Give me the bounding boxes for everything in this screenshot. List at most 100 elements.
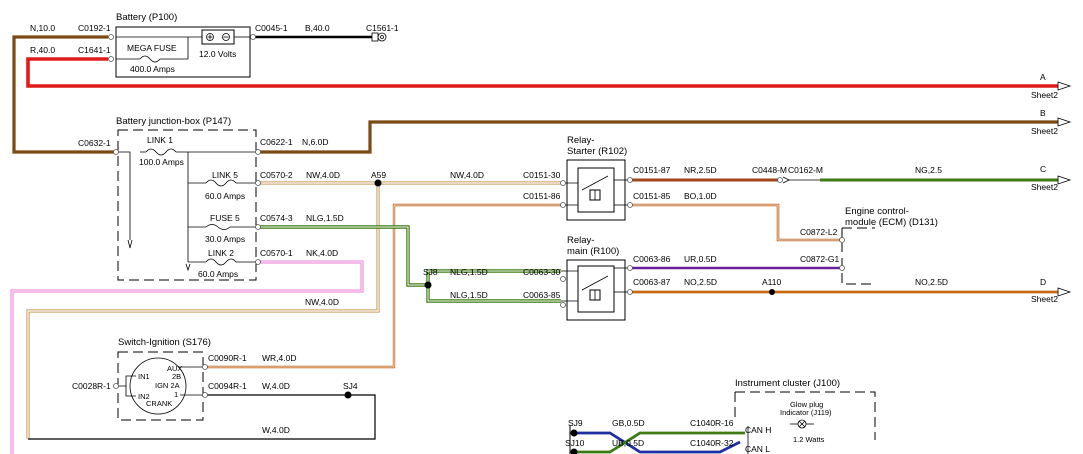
label-r40: R,40.0 [30, 45, 55, 55]
link2-symbol [205, 258, 237, 266]
wire-n6 [256, 120, 1060, 154]
label-n10: N,10.0 [30, 23, 55, 33]
splice-sj4 [344, 391, 352, 399]
label-w4-a: W,4.0D [262, 381, 290, 391]
label-sj8: SJ8 [423, 267, 438, 277]
label-c0151-85: C0151-85 [633, 191, 671, 201]
ignition-title: Switch-Ignition (S176) [118, 337, 211, 348]
label-ign2a: IGN 2A [155, 381, 180, 390]
label-glow-2: Indicator (J119) [780, 408, 832, 417]
relay-main-title-2: main (R100) [567, 246, 619, 257]
label-c0632: C0632-1 [78, 138, 111, 148]
label-c1040-16: C1040R-16 [690, 418, 734, 428]
splice-sj10 [570, 448, 578, 454]
wire-wr4 [203, 203, 561, 369]
link5-symbol [205, 179, 237, 187]
relay-starter-title-2: Starter (R102) [567, 146, 627, 157]
label-c0872-l2: C0872-L2 [800, 227, 838, 237]
label-b40: B,40.0 [305, 23, 330, 33]
label-c0090: C0090R-1 [208, 353, 247, 363]
offsheet-a[interactable]: A Sheet2 [1031, 72, 1072, 100]
label-c1641: C1641-1 [78, 45, 111, 55]
wire-nk4 [10, 260, 364, 454]
label-c0872-g1: C0872-G1 [800, 254, 839, 264]
label-volts: 12.0 Volts [199, 49, 236, 59]
label-nk4: NK,4.0D [306, 248, 338, 258]
ground-terminal-icon [371, 32, 387, 42]
label-no25-b: NO,2.5D [915, 277, 948, 287]
label-bo1: BO,1.0D [684, 191, 717, 201]
label-1: 1 [174, 390, 178, 399]
label-nw4-c: NW,4.0D [305, 297, 339, 307]
relay-main-title-1: Relay- [567, 235, 594, 246]
label-crank: CRANK [146, 399, 172, 408]
label-c0151-86: C0151-86 [523, 191, 561, 201]
label-link1: LINK 1 [147, 135, 173, 145]
cluster-box [734, 391, 876, 454]
ignition-switch-icon [129, 357, 187, 415]
label-sj4: SJ4 [343, 381, 358, 391]
splice-a110 [769, 289, 775, 295]
relay-starter-title-1: Relay- [567, 135, 594, 146]
label-c0151-30: C0151-30 [523, 170, 561, 180]
label-nw4-a: NW,4.0D [306, 170, 340, 180]
label-link5: LINK 5 [212, 170, 238, 180]
mega-fuse-symbol [139, 55, 161, 63]
offsheet-b[interactable]: B Sheet2 [1031, 108, 1072, 136]
wire-n10 [12, 35, 118, 154]
label-can-h: CAN H [745, 425, 771, 435]
label-c1561: C1561-1 [366, 23, 399, 33]
label-c0094: C0094R-1 [208, 381, 247, 391]
label-c0570-2: C0570-2 [260, 170, 293, 180]
label-ub05: UB,0.5D [612, 438, 644, 448]
label-nlg15: NLG,1.5D [306, 213, 344, 223]
svg-text:C: C [1040, 164, 1046, 174]
label-gb05: GB,0.5D [612, 418, 645, 428]
label-sj9: SJ9 [568, 418, 583, 428]
label-2b: 2B [172, 372, 181, 381]
label-in1: IN1 [138, 372, 150, 381]
label-c0574: C0574-3 [260, 213, 293, 223]
label-c0622: C0622-1 [260, 137, 293, 147]
label-c0570-1: C0570-1 [260, 248, 293, 258]
svg-text:D: D [1040, 277, 1046, 287]
label-c0448: C0448-M [752, 165, 787, 175]
label-nlg15-a: NLG,1.5D [450, 267, 488, 277]
svg-text:Sheet2: Sheet2 [1031, 90, 1058, 100]
label-nr25: NR,2.5D [684, 165, 717, 175]
label-c1040-32: C1040R-32 [690, 438, 734, 448]
ecm-title-2: module (ECM) (D131) [845, 217, 938, 228]
label-ng25: NG,2.5 [915, 165, 942, 175]
label-n6: N,6.0D [302, 137, 328, 147]
label-aux: AUX [167, 364, 182, 373]
wire-w4 [28, 394, 376, 440]
wire-nlg15 [256, 225, 561, 303]
label-nlg15-b: NLG,1.5D [450, 290, 488, 300]
can-wires [569, 425, 745, 454]
svg-text:Sheet2: Sheet2 [1031, 126, 1058, 136]
label-c0192: C0192-1 [78, 23, 111, 33]
label-no25-a: NO,2.5D [684, 277, 717, 287]
label-mega-fuse: MEGA FUSE [127, 43, 177, 53]
wire-bo1 [628, 203, 842, 242]
label-a59: A59 [371, 170, 386, 180]
label-a110: A110 [762, 277, 781, 287]
wire-r40 [26, 57, 1060, 88]
label-can-l: CAN L [745, 444, 770, 454]
junction-box [117, 129, 257, 281]
battery-title: Battery (P100) [116, 12, 177, 23]
label-fuse5-rating: 30.0 Amps [205, 234, 245, 244]
label-fuse5: FUSE 5 [210, 213, 240, 223]
wire-nw4 [26, 181, 561, 439]
label-glow-1: Glow plug [790, 400, 823, 409]
offsheet-d[interactable]: D Sheet2 [1031, 277, 1072, 304]
offsheet-c[interactable]: C Sheet2 [1031, 164, 1072, 192]
svg-text:Sheet2: Sheet2 [1031, 182, 1058, 192]
svg-text:Sheet2: Sheet2 [1031, 294, 1058, 304]
label-link5-rating: 60.0 Amps [205, 191, 245, 201]
cluster-title: Instrument cluster (J100) [735, 378, 840, 389]
label-sj10: SJ10 [565, 438, 585, 448]
label-c0028: C0028R-1 [72, 381, 111, 391]
relay-main-box [566, 259, 626, 321]
